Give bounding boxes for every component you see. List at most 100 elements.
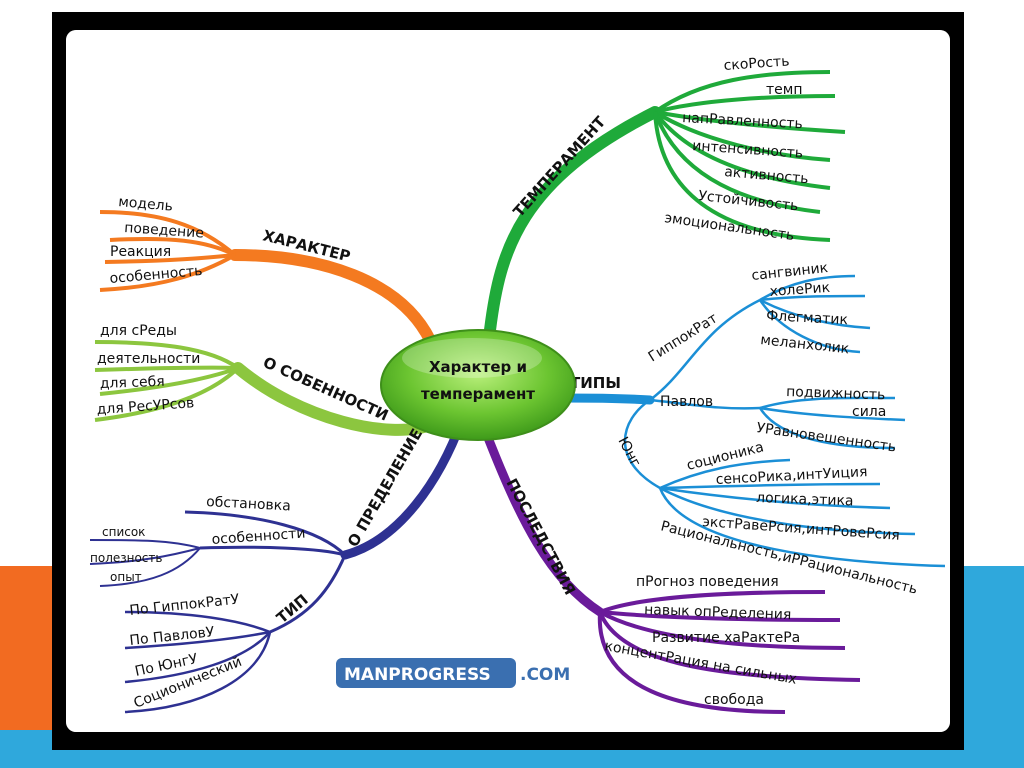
twig-temp-speed — [653, 70, 831, 114]
trunk-hippocrates — [649, 298, 761, 401]
item-hipp-sanguine: сангвиник — [751, 260, 829, 284]
trunk-consequences — [480, 425, 605, 617]
item-cons-skill: навык опРеделения — [644, 602, 792, 623]
item-hipp-choleric: холеРик — [769, 280, 830, 300]
twig-cons-focus — [598, 611, 861, 682]
twig-temp-intensity — [653, 110, 831, 162]
brand-name: MANPROGRESS — [344, 665, 491, 685]
trunk-definition — [340, 415, 467, 560]
twig-features-self — [99, 366, 239, 396]
branch-character: ХАРАКТЕР модель поведение Реакция особен… — [99, 194, 436, 346]
twig-jung-rational — [658, 487, 946, 568]
twig-def-features-useful — [89, 547, 201, 565]
twig-type-socionic — [124, 631, 272, 714]
twig-features-resources — [94, 366, 240, 422]
trunk-types — [555, 393, 655, 405]
item-character-reaction: Реакция — [110, 244, 171, 260]
brand-suffix: .COM — [520, 665, 570, 685]
twig-def-features — [199, 545, 346, 557]
item-temp-tempo: темп — [766, 82, 802, 98]
item-def-list: список — [102, 525, 145, 539]
item-jung-logic: логика,этика — [756, 490, 854, 509]
label-pavlov: Павлов — [660, 394, 713, 410]
twig-type-pavlov — [124, 630, 271, 650]
twig-cons-freedom — [597, 611, 786, 714]
twig-def-situation — [184, 510, 347, 557]
item-temp-speed: скоРость — [723, 53, 790, 74]
twig-temp-emotion — [653, 111, 831, 242]
label-jung: Юнг — [614, 434, 643, 469]
branch-label-consequences: ПОСЛЕДСТВИЯ — [502, 475, 579, 597]
twig-jung-logic — [659, 486, 891, 510]
twig-type-jung — [124, 631, 271, 684]
item-hipp-melancholic: меланхолик — [760, 332, 850, 357]
branch-features: О СОБЕННОСТИ для сРеды деятельности для … — [94, 323, 436, 436]
item-pavlov-mobility: подвижность — [786, 384, 886, 403]
item-features-resources: для РесУРсов — [96, 395, 195, 418]
trunk-features — [232, 362, 436, 436]
item-cons-freedom: свобода — [704, 692, 764, 708]
twig-hipp-sanguine — [759, 274, 856, 302]
item-def-features: особенности — [211, 525, 306, 548]
twig-cons-forecast — [599, 590, 826, 614]
item-jung-socionics: соционика — [685, 439, 765, 474]
twig-temp-tempo — [654, 94, 836, 114]
trunk-character — [229, 249, 436, 346]
twig-jung-sensing — [659, 482, 881, 490]
center-ellipse — [380, 329, 576, 441]
brand-logo[interactable]: MANPROGRESS .COM — [336, 658, 570, 688]
twig-features-activity — [94, 365, 239, 372]
twig-hipp-melancholic — [758, 299, 861, 354]
trunk-temperament — [484, 106, 661, 336]
twig-character-model — [99, 210, 237, 257]
twig-def-features-list — [89, 539, 201, 549]
item-features-activity: деятельности — [97, 351, 200, 367]
item-cons-development: Развитие хаРактеРа — [652, 630, 800, 646]
twig-temp-direction — [654, 110, 846, 134]
twig-character-feature — [99, 253, 236, 292]
item-hipp-phlegmatic: Флегматик — [766, 308, 849, 328]
item-character-behavior: поведение — [124, 220, 205, 242]
item-jung-sensing: сенсоРика,интУиция — [715, 464, 867, 488]
twig-hipp-phlegmatic — [759, 298, 871, 330]
twig-character-behavior — [109, 236, 236, 257]
branch-types: ТИПЫ ГиппокРат сангвиник холеРик Флегмат… — [555, 260, 946, 598]
twig-cons-skill — [599, 610, 841, 622]
branch-label-types: ТИПЫ — [570, 374, 621, 392]
item-def-useful: полезность — [90, 551, 162, 565]
twig-jung-extra — [659, 486, 916, 536]
item-cons-forecast: пРогноз поведения — [636, 574, 779, 590]
twig-jung-socionics — [659, 458, 791, 490]
twig-type-hipp — [124, 610, 271, 634]
twig-temp-stability — [653, 111, 821, 214]
twig-pavlov-balance — [758, 407, 896, 450]
twig-hipp-choleric — [759, 294, 866, 302]
item-def-exp: опыт — [110, 570, 142, 584]
item-features-self: для себя — [100, 374, 165, 392]
trunk-pavlov — [649, 398, 761, 410]
trunk-jung — [623, 398, 661, 490]
center-title-line2: темперамент — [421, 385, 535, 403]
twig-def-type — [269, 554, 347, 634]
center-node: Характер и темперамент — [380, 329, 576, 441]
item-pavlov-strength: сила — [852, 404, 886, 420]
item-features-env: для сРеды — [100, 323, 177, 339]
branch-label-temperament: ТЕМПЕРАМЕНТ — [510, 112, 610, 220]
twig-temp-activity — [653, 110, 831, 190]
center-title-line1: Характер и — [429, 358, 527, 376]
twig-character-reaction — [104, 253, 236, 264]
item-temp-activity: активность — [724, 164, 809, 187]
item-temp-intensity: интенсивность — [692, 138, 804, 162]
center-highlight — [402, 338, 542, 378]
item-temp-emotion: эмоциональность — [663, 210, 795, 244]
item-character-model: модель — [118, 194, 174, 215]
twig-features-env — [94, 340, 240, 370]
twig-def-features-exp — [99, 547, 201, 587]
item-pavlov-balance: УРавновешенность — [755, 420, 897, 455]
item-temp-direction: напРавленность — [682, 110, 803, 132]
twig-cons-development — [599, 610, 846, 650]
twig-pavlov-strength — [759, 406, 906, 422]
brand-box — [336, 658, 516, 688]
item-def-situation: обстановка — [206, 494, 291, 514]
